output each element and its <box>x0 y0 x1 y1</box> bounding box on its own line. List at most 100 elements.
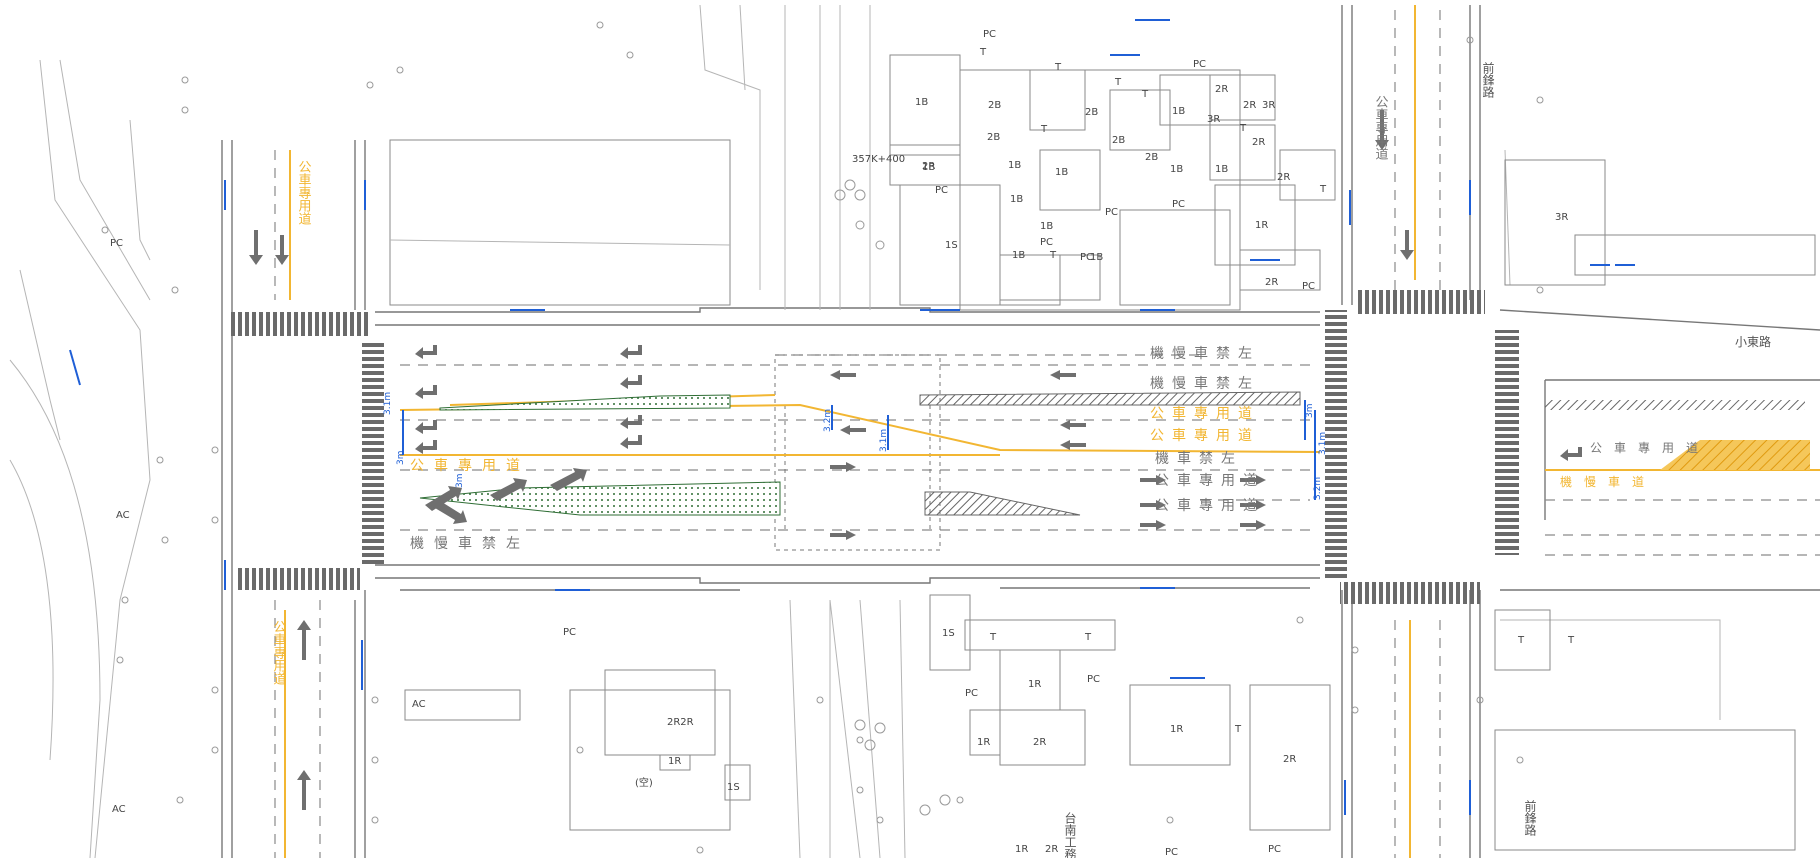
through-east-arrow-5 <box>1140 520 1166 530</box>
svg-text:1B: 1B <box>1170 164 1183 175</box>
svg-text:3R: 3R <box>1555 212 1568 223</box>
svg-text:PC: PC <box>1040 237 1053 248</box>
svg-text:PC: PC <box>1302 281 1315 292</box>
svg-text:公車專用道: 公車專用道 <box>1373 95 1389 160</box>
svg-text:AC: AC <box>116 510 130 521</box>
svg-text:1B: 1B <box>1090 252 1103 263</box>
south-label: 台南工務 <box>1063 811 1077 858</box>
east-leg-arrow <box>1560 447 1582 461</box>
north-road-name: 前鋒路 <box>1481 61 1495 99</box>
svg-text:3.1m: 3.1m <box>879 429 889 452</box>
svg-text:T: T <box>1049 250 1057 261</box>
diagonal-arrow-4 <box>430 499 467 524</box>
signal-markers <box>69 19 1635 815</box>
svg-text:T: T <box>1567 635 1575 646</box>
svg-text:公車專用道: 公車專用道 <box>1590 441 1710 455</box>
svg-text:機慢車道: 機慢車道 <box>1560 474 1656 489</box>
tree-symbols <box>101 21 1544 854</box>
dimension-labels: 3.1m 3m 3m 3.2m 3.1m 3m 3.1m 3.2m <box>383 392 1328 500</box>
svg-text:PC: PC <box>110 238 123 249</box>
svg-text:公車專用道: 公車專用道 <box>1155 497 1265 514</box>
svg-text:T: T <box>989 632 997 643</box>
svg-text:PC: PC <box>1080 252 1093 263</box>
svg-text:公車專用道: 公車專用道 <box>1150 427 1260 444</box>
svg-text:T: T <box>1234 724 1242 735</box>
svg-text:1B: 1B <box>1215 164 1228 175</box>
svg-text:2R: 2R <box>922 161 935 172</box>
svg-text:T: T <box>1239 123 1247 134</box>
left-turn-arrow-7 <box>620 415 642 429</box>
lane-text-vertical: 公車專用道 公車專用道 公車專用道 <box>271 95 1389 685</box>
svg-text:1R: 1R <box>1015 844 1028 855</box>
svg-text:2B: 2B <box>1145 152 1158 163</box>
svg-text:2R: 2R <box>1277 172 1290 183</box>
svg-text:3.2m: 3.2m <box>823 409 833 432</box>
diagonal-arrow-2 <box>490 478 527 501</box>
svg-text:AC: AC <box>412 699 426 710</box>
svg-text:1R: 1R <box>1170 724 1183 735</box>
through-west-arrow-4 <box>1060 420 1086 430</box>
road-edges <box>221 5 1820 858</box>
svg-text:1B: 1B <box>1055 167 1068 178</box>
svg-text:2R2R: 2R2R <box>667 717 694 728</box>
ns-arrows <box>249 110 1414 810</box>
svg-text:1R: 1R <box>1255 220 1268 231</box>
background-parcels <box>9 4 1721 858</box>
svg-text:2R: 2R <box>1283 754 1296 765</box>
svg-text:機慢車禁左: 機慢車禁左 <box>1150 375 1260 392</box>
svg-text:2B: 2B <box>1112 135 1125 146</box>
svg-text:機車禁左: 機車禁左 <box>1155 450 1243 467</box>
svg-text:2R: 2R <box>1252 137 1265 148</box>
svg-text:1B: 1B <box>1172 106 1185 117</box>
svg-text:1R: 1R <box>1028 679 1041 690</box>
north-labels: PC PC 1B 2B 2B 2B 2R 2R 3R 3R 2B 2B 1B 1… <box>915 29 1327 292</box>
left-turn-arrow-4 <box>415 440 437 454</box>
svg-text:1R: 1R <box>977 737 990 748</box>
svg-text:1B: 1B <box>1040 221 1053 232</box>
svg-text:T: T <box>1084 632 1092 643</box>
svg-text:3m: 3m <box>396 451 406 466</box>
svg-text:T: T <box>1517 635 1525 646</box>
svg-text:公車專用道: 公車專用道 <box>410 457 530 474</box>
svg-text:公車專用道: 公車專用道 <box>296 160 312 225</box>
through-west-arrow-3 <box>1050 370 1076 380</box>
left-turn-arrow-8 <box>620 435 642 449</box>
svg-text:PC: PC <box>935 185 948 196</box>
svg-text:1B: 1B <box>915 97 928 108</box>
svg-text:T: T <box>1114 77 1122 88</box>
svg-text:3R: 3R <box>1207 114 1220 125</box>
svg-text:2R: 2R <box>1265 277 1278 288</box>
through-west-arrow-5 <box>1060 440 1086 450</box>
svg-text:公車專用道: 公車專用道 <box>271 620 287 685</box>
crosswalks <box>230 290 1519 604</box>
svg-text:2R: 2R <box>1033 737 1046 748</box>
svg-text:T: T <box>1040 124 1048 135</box>
left-turn-arrow-5 <box>620 345 642 359</box>
svg-text:1S: 1S <box>945 240 958 251</box>
lane-text-east-leg: 公車專用道 機慢車道 <box>1560 441 1710 489</box>
left-turn-arrow-3 <box>415 420 437 434</box>
south-labels: PC 2R2R 1R 1S 1S T T PC 1R PC 1R 2R 1R T… <box>563 627 1575 858</box>
svg-text:T: T <box>979 47 987 58</box>
svg-text:公車專用道: 公車專用道 <box>1155 472 1265 489</box>
svg-text:3m: 3m <box>1305 404 1315 419</box>
svg-text:1R: 1R <box>668 756 681 767</box>
svg-text:2B: 2B <box>1085 107 1098 118</box>
svg-text:T: T <box>1319 184 1327 195</box>
left-turn-arrow-1 <box>415 345 437 359</box>
lane-text-west: 公車專用道 機慢車禁左 <box>410 457 530 552</box>
lane-arrows <box>415 345 1582 540</box>
svg-text:PC: PC <box>1087 674 1100 685</box>
buildings-north <box>389 54 1816 311</box>
svg-text:3m: 3m <box>455 474 465 489</box>
svg-text:PC: PC <box>1165 847 1178 858</box>
svg-text:1B: 1B <box>1008 160 1021 171</box>
svg-text:3.1m: 3.1m <box>1318 432 1328 455</box>
svg-text:AC: AC <box>112 804 126 815</box>
east-road-name: 小東路 <box>1735 334 1771 349</box>
svg-text:(空): (空) <box>635 776 653 789</box>
svg-text:PC: PC <box>1105 207 1118 218</box>
svg-text:PC: PC <box>1268 844 1281 855</box>
misc-labels: PC AC AC AC 3R (空) <box>110 212 1568 815</box>
